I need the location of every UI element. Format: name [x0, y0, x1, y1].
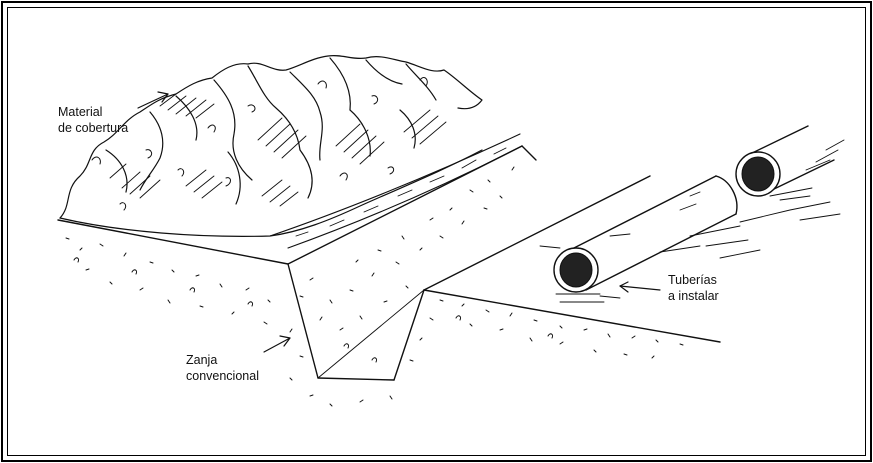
ground-strip	[269, 133, 523, 249]
pipe-short	[735, 125, 845, 197]
cover-material-mound	[59, 54, 483, 237]
trench-outline	[57, 145, 721, 381]
soil-texture	[65, 166, 684, 407]
arrow-trench	[263, 335, 291, 353]
label-pipes-line2: a instalar	[668, 289, 719, 303]
pipe-long	[553, 175, 738, 293]
inner-frame	[7, 7, 866, 456]
label-cover-material: Material de cobertura	[58, 104, 128, 136]
label-trench-line1: Zanja	[186, 353, 218, 367]
label-cover-material-line1: Material	[58, 105, 103, 119]
label-pipes-line1: Tuberías	[668, 273, 717, 287]
arrow-cover-material	[137, 91, 169, 109]
label-trench: Zanja convencional	[186, 352, 259, 384]
label-pipes: Tuberías a instalar	[668, 272, 719, 304]
arrow-pipes	[619, 281, 661, 293]
pipe-ground-lines	[539, 187, 841, 303]
label-cover-material-line2: de cobertura	[58, 121, 129, 135]
label-trench-line2: convencional	[186, 369, 259, 383]
